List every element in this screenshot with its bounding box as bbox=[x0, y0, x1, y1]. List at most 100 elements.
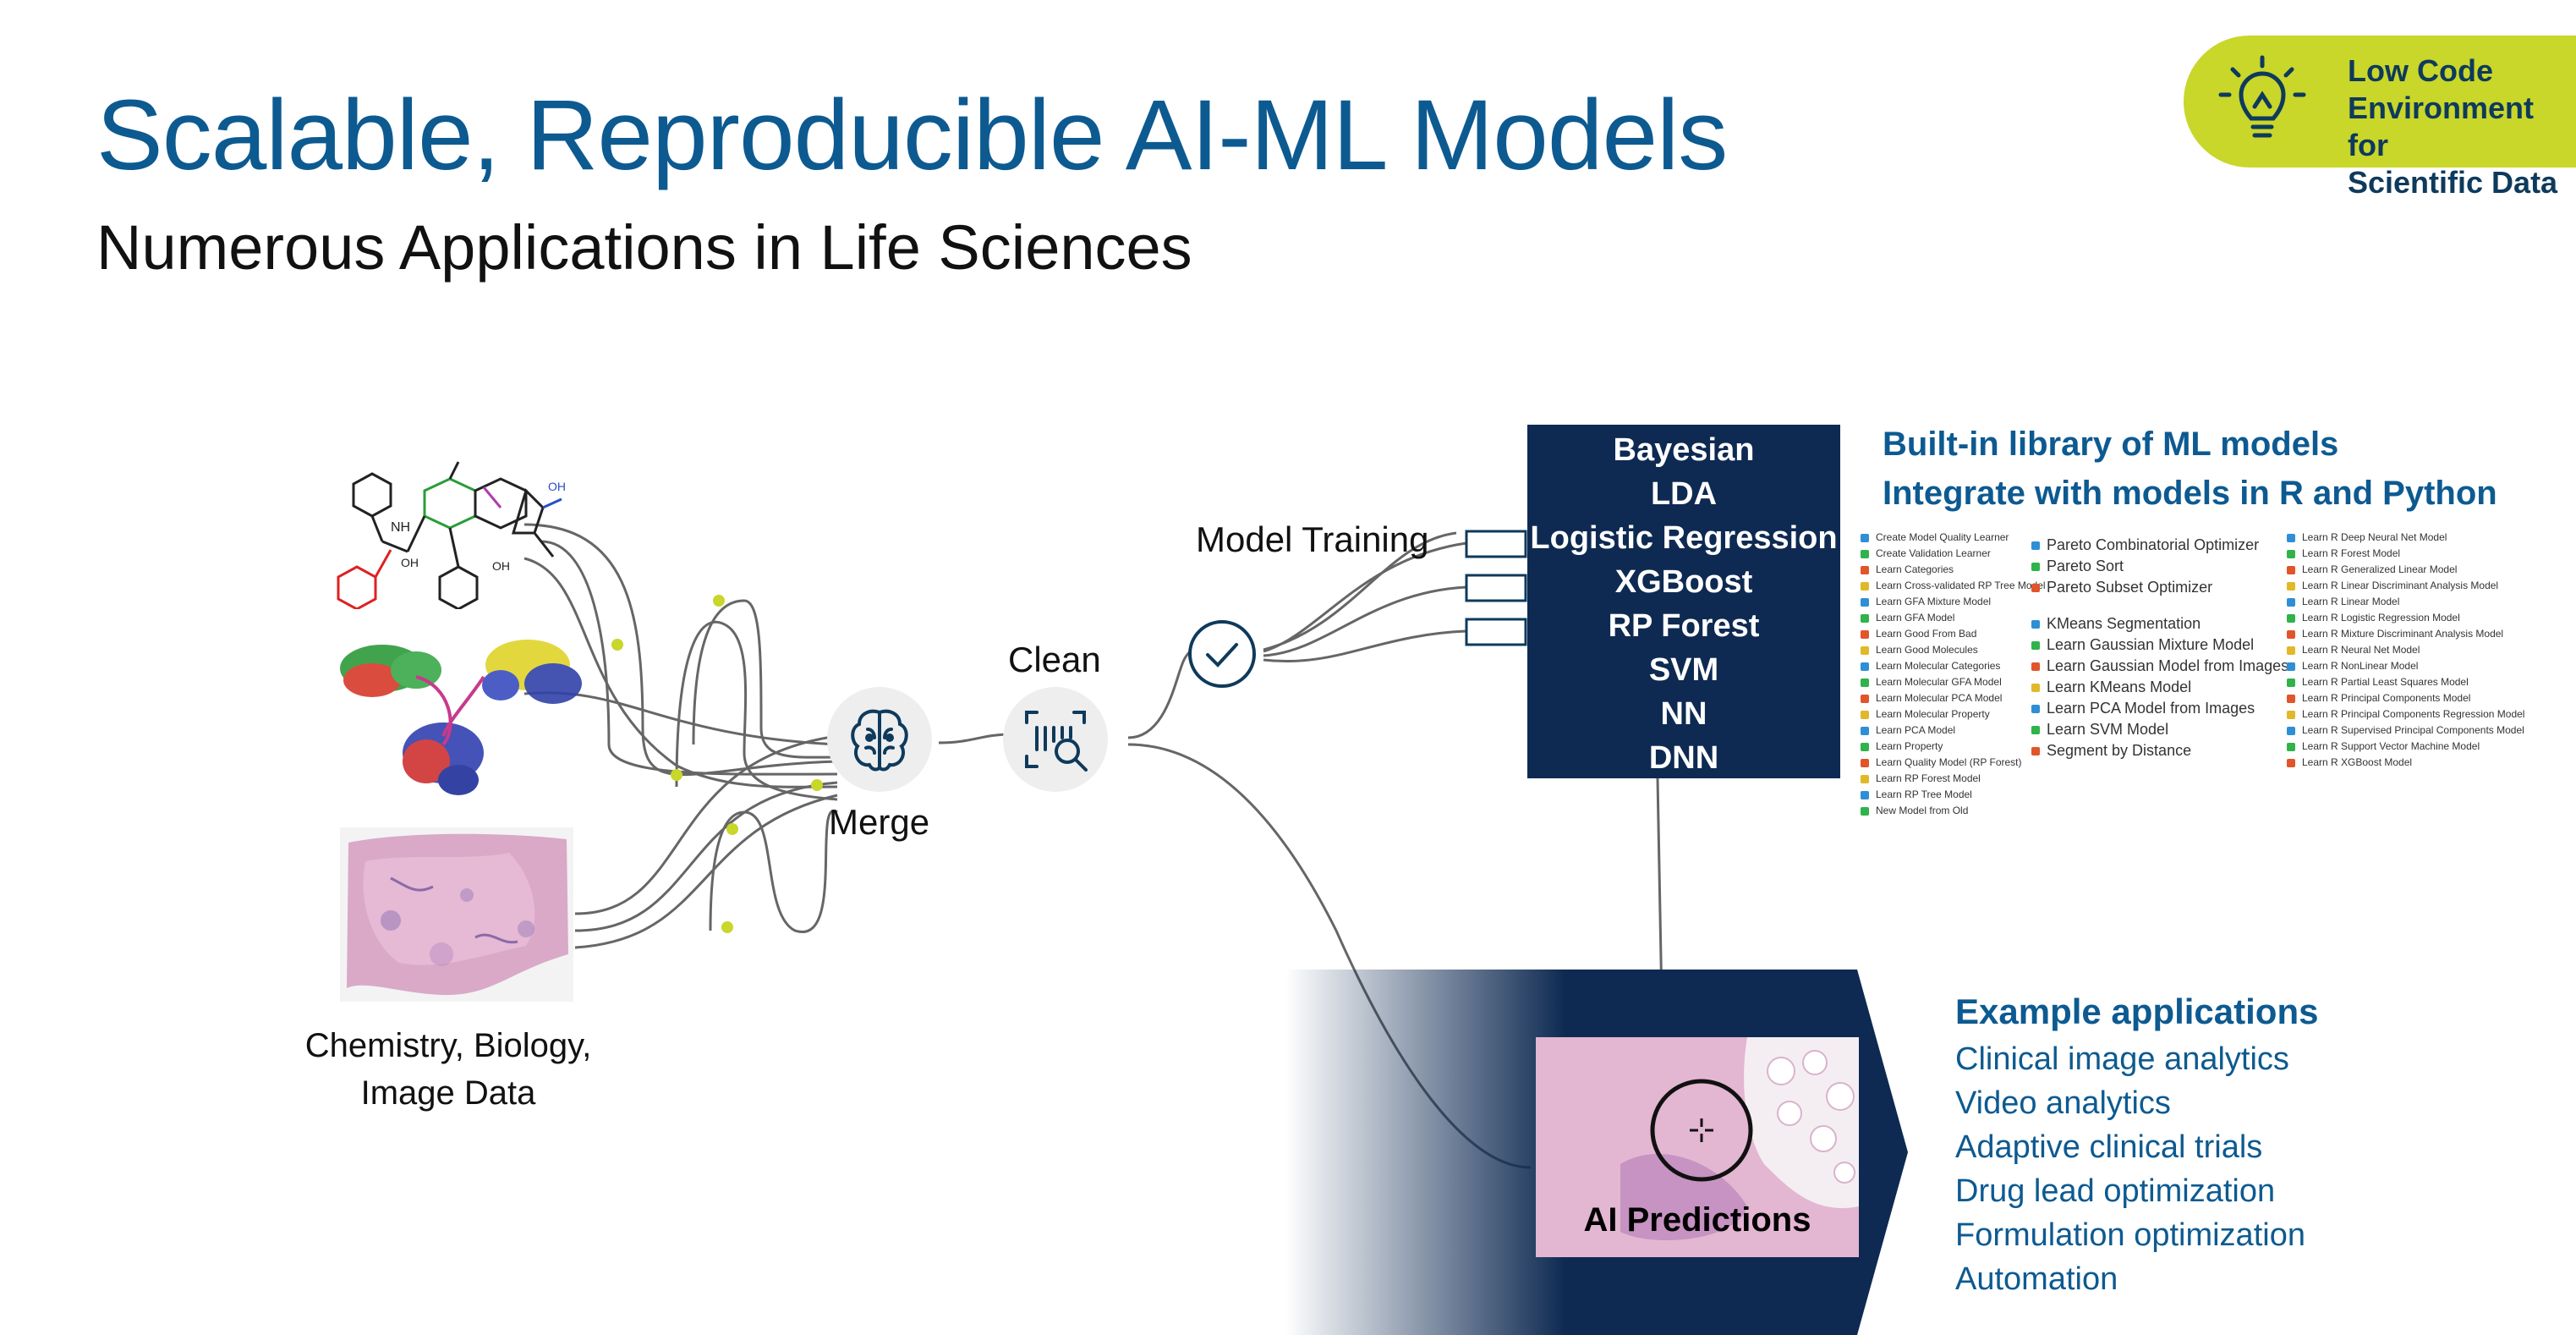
library-item-label: Learn R Linear Discriminant Analysis Mod… bbox=[2302, 580, 2499, 591]
library-item-label: Learn PCA Model from Images bbox=[2047, 700, 2255, 717]
library-item-label: Create Validation Learner bbox=[1876, 547, 1991, 559]
library-item: Learn R Linear Discriminant Analysis Mod… bbox=[2287, 578, 2524, 594]
library-item: Pareto Combinatorial Optimizer bbox=[2031, 535, 2288, 556]
model-node-icon bbox=[1861, 549, 1869, 558]
model-training-label: Model Training bbox=[1196, 519, 1429, 559]
library-item: Learn PCA Model bbox=[1861, 722, 2046, 739]
model-node-icon bbox=[1861, 565, 1869, 574]
model-node-icon bbox=[2031, 541, 2040, 550]
library-item: KMeans Segmentation bbox=[2031, 613, 2288, 635]
model-node-icon bbox=[2031, 562, 2040, 571]
library-item: Learn GFA Model bbox=[1861, 610, 2046, 626]
model-node-icon bbox=[2287, 549, 2295, 558]
library-item-label: KMeans Segmentation bbox=[2047, 615, 2201, 632]
model-node-icon bbox=[1861, 597, 1869, 607]
library-item: Learn R Support Vector Machine Model bbox=[2287, 739, 2524, 755]
model-list-box: Bayesian LDA Logistic Regression XGBoost… bbox=[1527, 425, 1840, 778]
model-node-icon bbox=[2287, 662, 2295, 671]
library-item: Pareto Subset Optimizer bbox=[2031, 577, 2288, 598]
library-item-label: Learn Good Molecules bbox=[1876, 644, 1978, 656]
model-node-icon bbox=[1861, 533, 1869, 542]
model-node-icon bbox=[1861, 758, 1869, 767]
library-item: Learn R Generalized Linear Model bbox=[2287, 562, 2524, 578]
library-item-label: Learn RP Forest Model bbox=[1876, 772, 1981, 784]
library-item-label: Learn R Generalized Linear Model bbox=[2302, 563, 2458, 575]
library-item-label: Learn GFA Mixture Model bbox=[1876, 596, 1992, 607]
library-item: Learn R Logistic Regression Model bbox=[2287, 610, 2524, 626]
library-item-label: Learn Molecular Property bbox=[1876, 708, 1990, 720]
library-item: Learn RP Tree Model bbox=[1861, 787, 2046, 803]
library-item-label: Segment by Distance bbox=[2047, 742, 2192, 759]
application-item: Video analytics bbox=[1955, 1085, 2171, 1121]
merge-label: Merge bbox=[829, 802, 930, 842]
library-item-label: Learn R Principal Components Model bbox=[2302, 692, 2471, 704]
low-code-badge bbox=[2184, 36, 2576, 168]
library-item-label: Learn Molecular Categories bbox=[1876, 660, 2001, 672]
model-node-icon bbox=[2031, 725, 2040, 734]
model-node-icon bbox=[2287, 694, 2295, 703]
library-item-label: Learn PCA Model bbox=[1876, 724, 1956, 736]
scan-search-icon bbox=[1025, 711, 1088, 772]
library-item: Learn R Principal Components Model bbox=[2287, 690, 2524, 706]
library-item-label: Pareto Combinatorial Optimizer bbox=[2047, 536, 2260, 553]
library-item: New Model from Old bbox=[1861, 803, 2046, 819]
library-heading-line-1: Built-in library of ML models bbox=[1883, 426, 2339, 463]
model-node-icon bbox=[2287, 629, 2295, 639]
library-item-label: Learn Cross-validated RP Tree Model bbox=[1876, 580, 2046, 591]
model-node-icon bbox=[2287, 565, 2295, 574]
library-item-label: Learn R Deep Neural Net Model bbox=[2302, 531, 2447, 543]
model-node-icon bbox=[1861, 613, 1869, 623]
application-item: Clinical image analytics bbox=[1955, 1041, 2289, 1077]
model-item: DNN bbox=[1648, 740, 1719, 776]
library-item-label: Learn Quality Model (RP Forest) bbox=[1876, 756, 2022, 768]
check-circle-icon bbox=[1188, 620, 1256, 688]
library-item-label: Learn Molecular PCA Model bbox=[1876, 692, 2003, 704]
svg-text:OH: OH bbox=[548, 480, 566, 493]
library-heading: Built-in library of ML models Integrate … bbox=[1883, 420, 2497, 518]
library-item: Learn R NonLinear Model bbox=[2287, 658, 2524, 674]
applications-heading: Example applications bbox=[1955, 992, 2319, 1031]
library-item: Learn R Partial Least Squares Model bbox=[2287, 674, 2524, 690]
model-node-icon bbox=[1861, 694, 1869, 703]
model-node-icon bbox=[2287, 726, 2295, 735]
model-node-icon bbox=[2287, 742, 2295, 751]
library-heading-line-2: Integrate with models in R and Python bbox=[1883, 475, 2497, 512]
model-node-icon bbox=[1861, 710, 1869, 719]
library-item-label: Learn Good From Bad bbox=[1876, 628, 1977, 640]
library-item-label: Learn Property bbox=[1876, 740, 1943, 752]
library-item-label: Learn R Neural Net Model bbox=[2302, 644, 2420, 656]
merge-node bbox=[827, 687, 932, 792]
library-item: Learn Molecular PCA Model bbox=[1861, 690, 2046, 706]
applications-list: Clinical image analytics Video analytics… bbox=[1955, 1037, 2305, 1301]
model-node-icon bbox=[2287, 678, 2295, 687]
library-item: Learn R Linear Model bbox=[2287, 594, 2524, 610]
tissue-slide-image bbox=[340, 827, 573, 1002]
model-node-icon bbox=[1861, 742, 1869, 751]
library-item: Learn Molecular Categories bbox=[1861, 658, 2046, 674]
model-item: NN bbox=[1660, 696, 1707, 732]
library-item: Learn Gaussian Model from Images bbox=[2031, 656, 2288, 677]
model-item: SVM bbox=[1648, 652, 1719, 688]
library-item: Learn KMeans Model bbox=[2031, 677, 2288, 698]
library-item-label: Pareto Subset Optimizer bbox=[2047, 579, 2213, 596]
library-item bbox=[2031, 598, 2288, 613]
library-item: Learn R Mixture Discriminant Analysis Mo… bbox=[2287, 626, 2524, 642]
model-node-icon bbox=[2031, 583, 2040, 592]
library-item-label: Learn SVM Model bbox=[2047, 721, 2169, 738]
library-item-label: Learn R XGBoost Model bbox=[2302, 756, 2413, 768]
ai-predictions-label: AI Predictions bbox=[1583, 1201, 1811, 1239]
library-item-label: Learn R Forest Model bbox=[2302, 547, 2401, 559]
model-node-icon bbox=[2031, 662, 2040, 671]
library-item: Learn Categories bbox=[1861, 562, 2046, 578]
library-item: Learn Good Molecules bbox=[1861, 642, 2046, 658]
library-item-label: Create Model Quality Learner bbox=[1876, 531, 2009, 543]
model-node-icon bbox=[2287, 710, 2295, 719]
svg-text:NH: NH bbox=[391, 520, 410, 535]
model-item: RP Forest bbox=[1608, 608, 1760, 644]
svg-text:OH: OH bbox=[492, 559, 510, 573]
model-node-icon bbox=[1861, 726, 1869, 735]
library-item: Learn GFA Mixture Model bbox=[1861, 594, 2046, 610]
